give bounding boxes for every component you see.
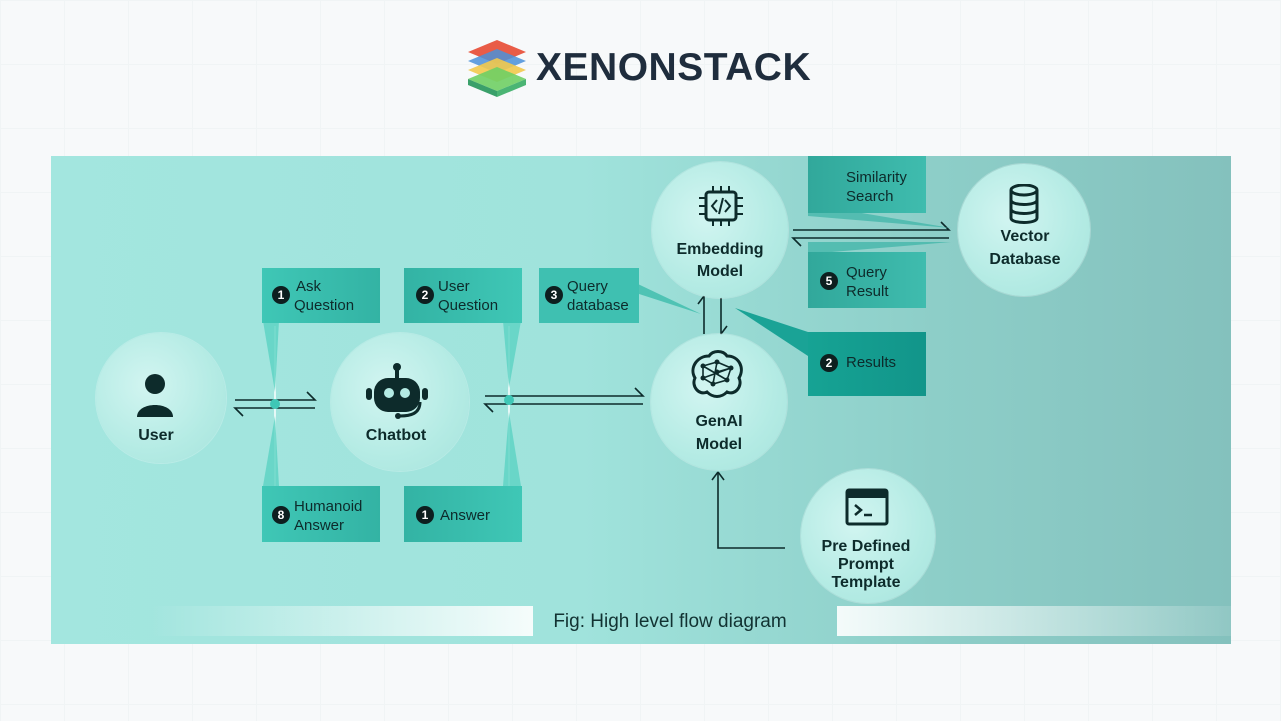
step-answer-line1: Answer <box>440 507 491 524</box>
step-query-database: 3 Query database <box>539 268 639 323</box>
step-results: 2 Results <box>808 332 926 396</box>
xenonstack-logo-icon <box>468 40 526 97</box>
step-similarity-search: Similarity Search <box>808 156 926 213</box>
step-number-badge: 2 <box>416 286 434 304</box>
chatbot-label: Chatbot <box>365 427 427 444</box>
step-answer: 1 Answer <box>404 486 522 542</box>
figure-caption: Fig: High level flow diagram <box>553 611 787 632</box>
step-number-badge: 8 <box>272 506 290 524</box>
genai-label-1: GenAI <box>695 413 743 430</box>
step-results-line1: Results <box>846 354 897 371</box>
step-similarity-line2: Search <box>846 188 894 205</box>
step-humanoid-line2: Answer <box>294 517 345 534</box>
embedding-label-1: Embedding <box>676 241 764 258</box>
step-user-question-line1: User <box>438 278 470 295</box>
step-humanoid-answer: 8 Humanoid Answer <box>262 486 380 542</box>
step-ask-line2: Question <box>294 297 355 314</box>
user-node[interactable] <box>96 333 226 463</box>
vector-label-1: Vector <box>1000 228 1050 245</box>
step-query-result-line1: Query <box>846 264 887 281</box>
prompt-label-1: Pre Defined <box>821 538 911 555</box>
user-icon <box>137 374 173 417</box>
prompt-label-3: Template <box>831 574 901 591</box>
database-icon <box>1009 184 1039 224</box>
chip-code-icon <box>699 186 743 226</box>
connector-lines <box>233 204 951 549</box>
genai-model-node[interactable] <box>651 334 787 470</box>
vector-label-2: Database <box>989 251 1061 268</box>
step-query-line2: database <box>567 297 629 314</box>
robot-icon <box>366 363 428 419</box>
step-number-badge: 2 <box>820 354 838 372</box>
brand-name: XENONSTACK <box>536 46 812 89</box>
caption-fade-right <box>837 606 1231 636</box>
step-similarity-line1: Similarity <box>846 169 907 186</box>
step-query-line1: Query <box>567 278 608 295</box>
caption-fade-left <box>151 606 533 636</box>
step-number-badge: 1 <box>416 506 434 524</box>
step-ask-line1: Ask <box>296 278 322 295</box>
prompt-label-2: Prompt <box>838 556 894 573</box>
brand-logo: XENONSTACK <box>466 36 826 100</box>
caption-bar <box>151 606 1231 638</box>
brain-network-icon <box>691 350 743 398</box>
terminal-window-icon <box>845 488 889 526</box>
embedding-label-2: Model <box>696 263 744 280</box>
step-number-badge: 5 <box>820 272 838 290</box>
step-humanoid-line1: Humanoid <box>294 498 363 515</box>
genai-label-2: Model <box>695 436 743 453</box>
step-number-badge: 3 <box>545 286 563 304</box>
step-user-question: 2 User Question <box>404 268 522 323</box>
embedding-model-node[interactable] <box>652 162 788 298</box>
user-label: User <box>138 427 174 444</box>
diagram-panel: User Chatbot Embedding Model <box>51 156 1231 644</box>
step-user-question-line2: Question <box>438 297 499 314</box>
step-number-badge: 1 <box>272 286 290 304</box>
step-query-result-line2: Result <box>846 283 889 300</box>
step-query-result: 5 Query Result <box>808 252 926 308</box>
step-ask-question: 1 Ask Question <box>262 268 380 323</box>
